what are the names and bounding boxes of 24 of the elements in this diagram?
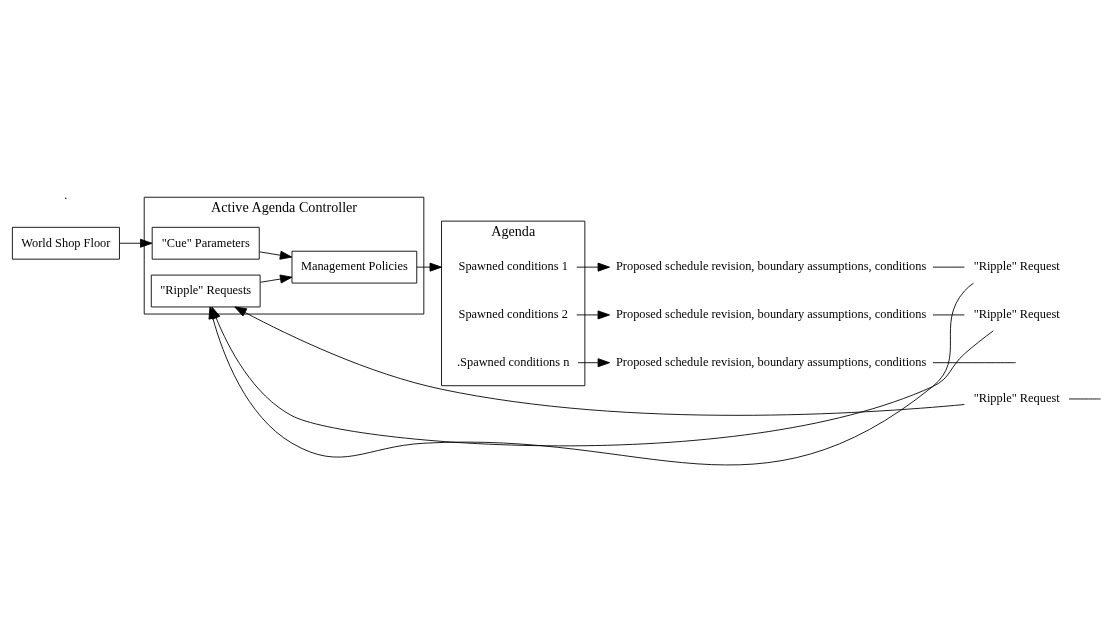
label: . [64, 187, 68, 202]
node-text: Proposed schedule revision, boundary assumptions, conditions [615, 354, 927, 369]
node-box: "Cue" Parameters [151, 226, 260, 260]
node-box: World Shop Floor [11, 226, 120, 260]
node-text: "Ripple" Request [973, 390, 1060, 405]
node-text: Spawned conditions 1 [458, 258, 568, 273]
node-text: "Ripple" Request [973, 306, 1060, 321]
arrow [260, 274, 293, 283]
node-text: Proposed schedule revision, boundary assumptions, conditions [615, 258, 927, 273]
arrow [234, 306, 965, 416]
arrow [119, 238, 153, 248]
node-text: .Spawned conditions n [457, 354, 570, 369]
node-text: "Ripple" Request [973, 258, 1060, 273]
node-box: Management Policies [291, 250, 418, 283]
connector [932, 361, 1017, 363]
arrow [576, 309, 610, 319]
node-text: Spawned conditions 2 [458, 306, 568, 321]
connector [932, 314, 965, 315]
arrow [259, 250, 293, 260]
arrow [576, 262, 610, 272]
node-text: Proposed schedule revision, boundary assumptions, conditions [615, 306, 927, 321]
arrow [577, 357, 611, 367]
node-box: "Ripple" Requests [150, 274, 261, 307]
arrow [416, 262, 442, 272]
